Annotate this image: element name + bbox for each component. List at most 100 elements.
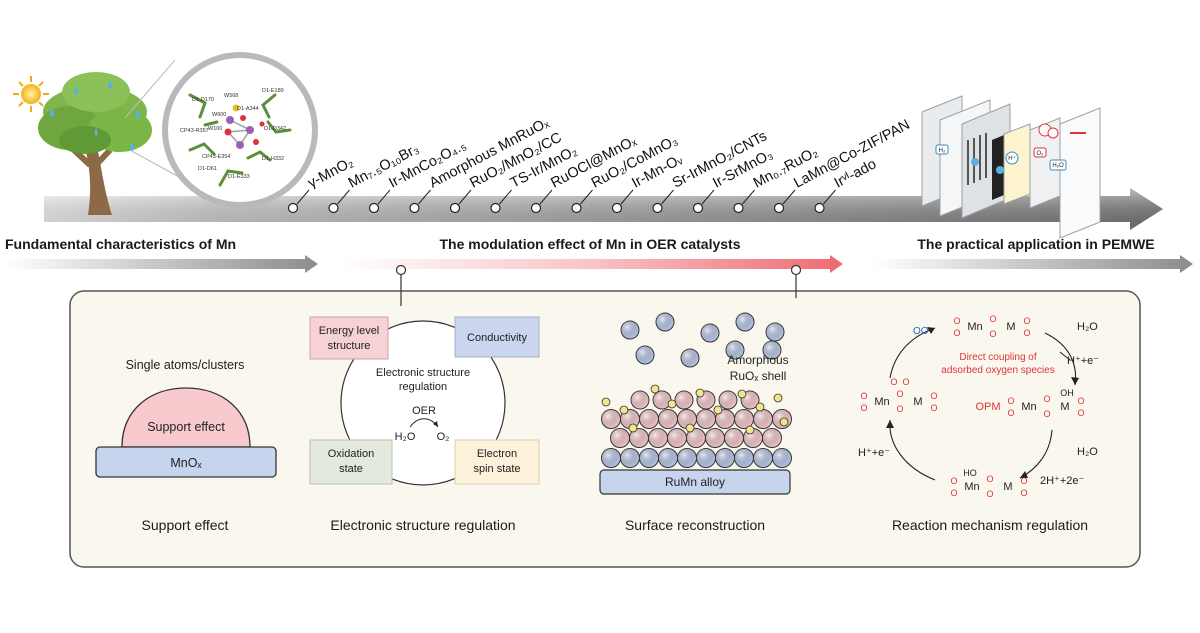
timeline-node (530, 202, 542, 214)
adsorbed-oxygen-label: O (902, 377, 909, 387)
timeline-node (571, 202, 582, 214)
mnox-label: MnOₓ (170, 456, 202, 470)
coupling-label-2: adsorbed oxygen species (941, 365, 1054, 376)
svg-text:H⁺: H⁺ (1008, 155, 1016, 162)
metal-atom-label: M (1003, 481, 1012, 493)
section-arrow-left: Fundamental characteristics of Mn (5, 236, 318, 273)
residue-label: W600 (212, 112, 226, 118)
hydroxyl-label: HO (963, 468, 977, 478)
residue-label: D1-D170 (192, 97, 214, 103)
circle-title-1: Electronic structure (376, 367, 470, 379)
electronic-structure-panel: Energy level structure Conductivity Elec… (309, 316, 540, 533)
conductivity-box (454, 316, 540, 358)
rumn-alloy-label: RuMn alloy (665, 475, 725, 489)
oxygen-atom-label: O (953, 316, 960, 326)
residue-label: D1-E333 (228, 174, 250, 180)
support-dome-label: Support effect (147, 420, 225, 434)
coupling-label-1: Direct coupling of (959, 352, 1036, 363)
tree-icon (38, 72, 152, 215)
timeline-node (652, 202, 663, 214)
oxidation-state-box (309, 439, 393, 485)
conductivity-label: Conductivity (467, 332, 527, 344)
oxidation-label-1: Oxidation (328, 448, 374, 460)
mn-dopant-atom (779, 417, 789, 427)
o2-label: O₂ (437, 431, 450, 443)
oxygen-atom-label: O (1020, 476, 1027, 486)
mn-atom-label: Mn (1021, 401, 1036, 413)
section-arrow-middle: The modulation effect of Mn in OER catal… (338, 236, 843, 273)
oxygen-atom-label: O (1077, 408, 1084, 418)
step-h2o-1: H₂O (1077, 321, 1098, 333)
single-atoms-label: Single atoms/clusters (126, 358, 245, 372)
mn-dopant-atom (650, 384, 660, 394)
mn-dopant-atom (737, 389, 747, 399)
timeline-node (490, 202, 501, 214)
residue-label: D1-D342 (264, 126, 286, 132)
circle-title-2: regulation (399, 381, 447, 393)
spin-state-box (454, 439, 540, 485)
oec-structure-inset: D1-D170D1-E189W568D1-A344D1-D342W600W100… (124, 52, 318, 208)
oxygen-atom-label: O (1043, 394, 1050, 404)
residue-label: W100 (208, 126, 222, 132)
timeline-node (611, 202, 623, 214)
residue-label: CP43-E354 (202, 154, 230, 160)
residue-label: D1-H332 (262, 156, 284, 162)
residue-label: D1-D61 (198, 166, 217, 172)
step-proton-1: H⁺+e⁻ (1067, 355, 1099, 367)
o2-release-label: OO (913, 326, 929, 337)
timeline-node (409, 202, 420, 214)
residue-label: CP43-R357 (180, 128, 209, 134)
oxygen-atom-label: O (1020, 488, 1027, 498)
oxygen-atom-label: O (986, 474, 993, 484)
pem-electrolyzer-icon: H₂ H⁺ O₂ H₂O (921, 95, 1101, 239)
svg-text:H₂: H₂ (939, 148, 946, 154)
timeline-node (773, 202, 785, 214)
oxidation-label-2: state (339, 463, 363, 475)
oxygen-atom-label: O (896, 404, 903, 414)
timeline-node (814, 202, 825, 214)
opm-label: OPM (975, 401, 1000, 413)
residue-label: D1-E189 (262, 88, 284, 94)
adsorbed-oxygen-label: O (890, 377, 897, 387)
oxygen-atom-label: O (896, 389, 903, 399)
mn-atom-label: Mn (874, 396, 889, 408)
mn-dopant-atom (667, 399, 677, 409)
mn-atom-label: Mn (964, 481, 979, 493)
mn-dopant-atom (619, 405, 629, 415)
svg-text:O₂: O₂ (1037, 151, 1045, 157)
mn-dopant-atom (685, 423, 695, 433)
oxygen-atom-label: O (950, 476, 957, 486)
oxygen-atom-label: O (1007, 408, 1014, 418)
panel-connectors (395, 264, 802, 306)
reaction-mechanism-panel: OO H₂O H⁺+e⁻ H₂O 2H⁺+2e⁻ H⁺+e⁻ Direct co… (858, 314, 1099, 533)
residue-label: W568 (224, 93, 238, 99)
oxygen-atom-label: O (1043, 409, 1050, 419)
oxygen-atom-label: O (1007, 396, 1014, 406)
electrolyzer-label-proton: H⁺ (1005, 151, 1019, 165)
timeline-node (449, 202, 461, 214)
oxygen-atom-label: O (1077, 396, 1084, 406)
timeline-node (692, 202, 704, 214)
timeline-node (287, 202, 299, 214)
rumn-alloy-base (599, 469, 791, 495)
mn-dopant-atom (713, 405, 723, 415)
oxygen-atom-label: O (1023, 316, 1030, 326)
section-title-modulation: The modulation effect of Mn in OER catal… (439, 236, 740, 252)
metal-atom-label: M (1006, 321, 1015, 333)
mn-dopant-atom (745, 425, 755, 435)
energy-level-box (309, 316, 389, 360)
section-arrow-right: The practical application in PEMWE (873, 236, 1193, 273)
oer-label: OER (412, 405, 436, 417)
energy-level-label-2: structure (328, 340, 371, 352)
electrolyzer-label-h2: H₂ (935, 144, 949, 155)
mn-dopant-atom (628, 423, 638, 433)
oxygen-atom-label: O (860, 391, 867, 401)
surface-caption: Surface reconstruction (625, 517, 765, 533)
timeline-arrow (44, 188, 1163, 230)
mn-atom-label: Mn (967, 321, 982, 333)
electrolyzer-label-h2o: H₂O (1049, 159, 1067, 171)
metal-atom-label: M (1060, 401, 1069, 413)
